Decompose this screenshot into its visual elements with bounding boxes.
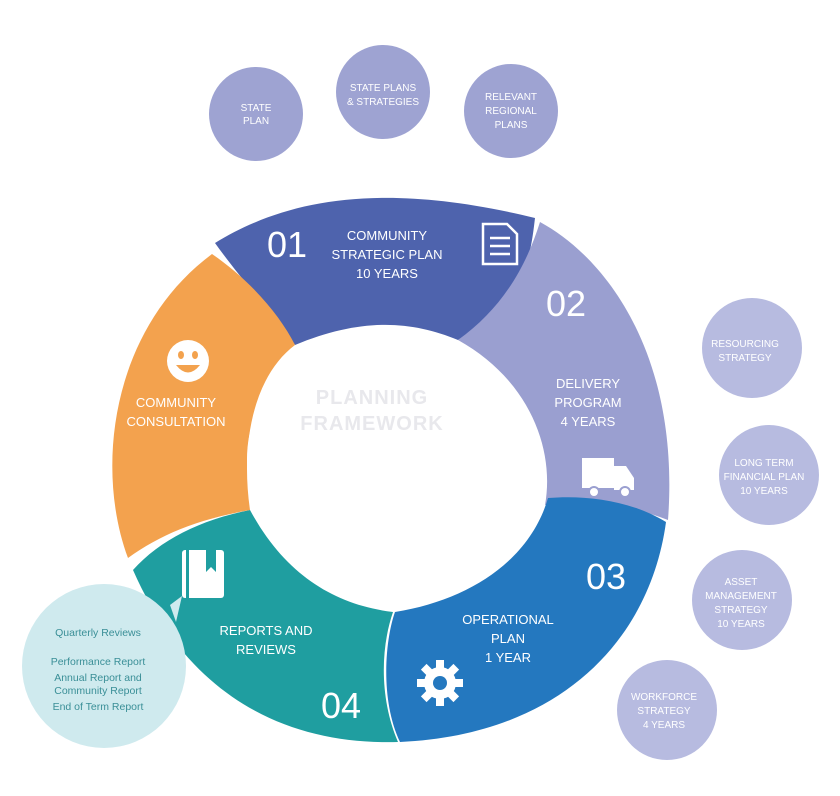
bubble-state-plan-line-2: PLAN: [243, 116, 269, 127]
bubble-regional-plans-line-1: RELEVANT: [485, 92, 537, 103]
reports-note-bubble: [22, 584, 186, 748]
bubble-asset-management-strategy-line-2: MANAGEMENT: [705, 591, 777, 602]
bubble-asset-management-strategy: [692, 550, 792, 650]
bubble-resourcing-strategy-line-1: RESOURCING: [711, 339, 779, 350]
segment-02-number: 02: [546, 283, 586, 324]
bubble-regional-plans-line-3: PLANS: [495, 120, 528, 131]
center-title-line-1: PLANNING: [316, 387, 428, 409]
book-icon: [182, 550, 224, 598]
segment-01-number: 01: [267, 224, 307, 265]
bubble-workforce-strategy-line-2: STRATEGY: [637, 706, 690, 717]
bubble-resourcing-strategy-line-2: STRATEGY: [718, 353, 771, 364]
center-label: PLANNING FRAMEWORK: [300, 387, 443, 435]
community-consultation-label-line-2: CONSULTATION: [127, 414, 226, 429]
community-consultation-label-line-1: COMMUNITY: [136, 395, 216, 410]
reports-note: Quarterly Reviews Performance Report Ann…: [22, 584, 186, 748]
segment-01-label-line-2: STRATEGIC PLAN: [331, 247, 442, 262]
bubble-workforce-strategy: [617, 660, 717, 760]
bubble-regional-plans-line-2: REGIONAL: [485, 106, 537, 117]
reports-note-pointer: [170, 596, 182, 622]
bubble-state-plans-strategies-line-1: STATE PLANS: [350, 83, 417, 94]
segment-03-number: 03: [586, 556, 626, 597]
center-title-line-2: FRAMEWORK: [300, 413, 443, 435]
reports-note-item-3: Annual Report and: [54, 672, 142, 684]
bubble-asset-management-strategy-line-3: STRATEGY: [714, 605, 767, 616]
reports-note-item-2: Performance Report: [51, 656, 146, 668]
segment-02-label-line-3: 4 YEARS: [561, 414, 616, 429]
bubble-asset-management-strategy-line-4: 10 YEARS: [717, 619, 765, 630]
segment-04-number: 04: [321, 685, 361, 726]
bubble-regional-plans: [464, 64, 558, 158]
bubble-workforce-strategy-line-1: WORKFORCE: [631, 692, 697, 703]
bubble-asset-management-strategy-line-1: ASSET: [725, 577, 758, 588]
segment-community-consultation: [112, 254, 295, 558]
bubble-state-plans-strategies: [336, 45, 430, 139]
segment-03-label-line-2: PLAN: [491, 631, 525, 646]
bubble-long-term-financial-plan-line-2: FINANCIAL PLAN: [724, 472, 805, 483]
gear-icon: [417, 660, 463, 706]
reports-note-item-5: End of Term Report: [53, 701, 144, 713]
bubble-long-term-financial-plan-line-3: 10 YEARS: [740, 486, 788, 497]
bubble-resourcing-strategy: [702, 298, 802, 398]
segment-01-label-line-3: 10 YEARS: [356, 266, 418, 281]
bubble-state-plans-strategies-line-2: & STRATEGIES: [347, 97, 419, 108]
segment-02-label-line-1: DELIVERY: [556, 376, 620, 391]
segment-01-label-line-1: COMMUNITY: [347, 228, 427, 243]
ring-center-hole: [247, 334, 497, 584]
segment-02-label-line-2: PROGRAM: [554, 395, 621, 410]
top-bubbles: STATE PLAN STATE PLANS & STRATEGIES RELE…: [209, 45, 558, 161]
segment-04-label-line-2: REVIEWS: [236, 642, 296, 657]
bubble-workforce-strategy-line-3: 4 YEARS: [643, 720, 685, 731]
bubble-long-term-financial-plan-line-1: LONG TERM: [734, 458, 793, 469]
bubble-state-plan-line-1: STATE: [241, 103, 272, 114]
document-icon: [481, 222, 519, 266]
smiley-icon: [167, 340, 209, 382]
segment-04-label-line-1: REPORTS AND: [220, 623, 313, 638]
reports-note-item-4: Community Report: [54, 685, 142, 697]
segment-01-community-strategic-plan: [215, 197, 535, 345]
right-bubbles: RESOURCING STRATEGY LONG TERM FINANCIAL …: [617, 298, 819, 760]
truck-icon: [582, 458, 634, 498]
segment-03-label-line-3: 1 YEAR: [485, 650, 531, 665]
segment-03-label-line-1: OPERATIONAL: [462, 612, 554, 627]
reports-note-item-1: Quarterly Reviews: [55, 627, 141, 639]
bubble-long-term-financial-plan: [719, 425, 819, 525]
bubble-state-plan: [209, 67, 303, 161]
segment-02-delivery-program: [458, 222, 670, 520]
